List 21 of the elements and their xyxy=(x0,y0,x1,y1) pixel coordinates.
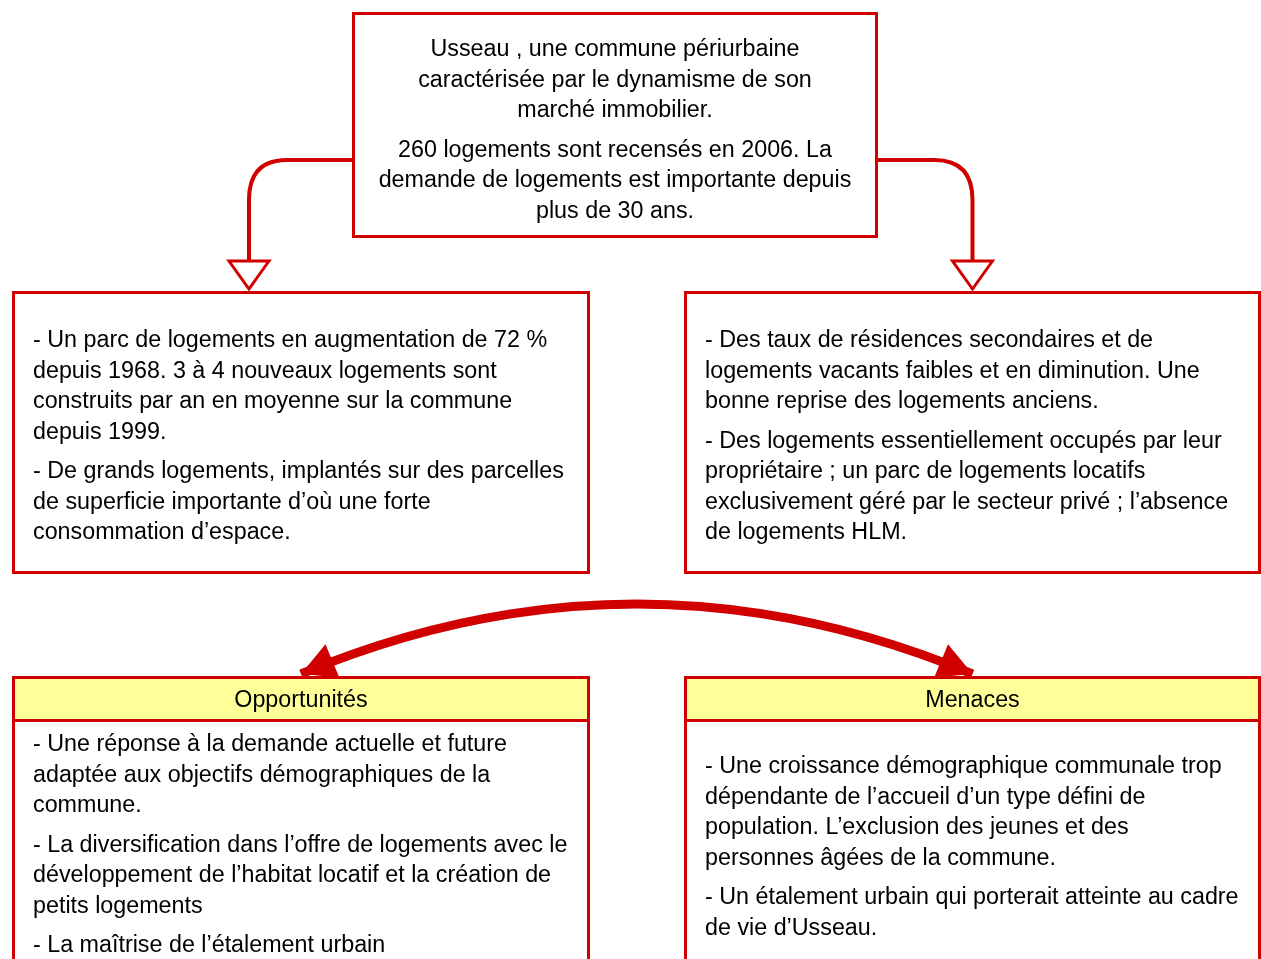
paragraph: - De grands logements, implantés sur des parcelles de superficie importante d’où une forte consommation d’espace. xyxy=(33,456,565,546)
paragraph: 260 logements sont recensés en 2006. La demande de logements est importante depuis plus de 30 ans. xyxy=(377,134,853,225)
section-heading: Opportunités xyxy=(15,679,587,722)
paragraph: - Des logements essentiellement occupés par leur propriétaire ; un parc de logements locatifs exclusivement géré par le secteur privé ; l’absence de logements HLM. xyxy=(705,425,1230,546)
paragraph: - Une réponse à la demande actuelle et future adaptée aux objectifs démographiques de la commune. xyxy=(33,729,508,819)
paragraph: - La maîtrise de l’étalement urbain xyxy=(33,930,387,959)
block-arrow xyxy=(878,158,994,291)
text-box xyxy=(352,12,878,238)
paragraph: - Un parc de logements en augmentation de 72 % depuis 1968. 3 à 4 nouveaux logements sont construits par an en moyenne sur la commune depuis 1999. xyxy=(33,325,549,446)
paragraph: - Des taux de résidences secondaires et de logements vacants faibles et en diminution. Une bonne reprise des logements anciens. xyxy=(705,325,1201,415)
section-panel xyxy=(684,676,1261,959)
section-heading: Menaces xyxy=(687,679,1258,722)
section-panel xyxy=(12,676,590,959)
paragraph: - Une croissance démographique communale trop dépendante de l’accueil d’un type défini de population. L’exclusion des jeunes et des personnes âgées de la commune. xyxy=(705,751,1223,872)
curved-arrow xyxy=(299,599,975,679)
text-box xyxy=(684,291,1261,574)
text-box xyxy=(12,291,590,574)
paragraph: Usseau , une commune périurbaine caractérisée par le dynamisme de son marché immobilier. xyxy=(417,34,813,124)
paragraph: - La diversification dans l’offre de logements avec le développement de l’habitat locatif et la création de petits logements xyxy=(33,829,569,920)
paragraph: - Un étalement urbain qui porterait atteinte au cadre de vie d’Usseau. xyxy=(705,882,1240,942)
block-arrow xyxy=(227,158,352,291)
